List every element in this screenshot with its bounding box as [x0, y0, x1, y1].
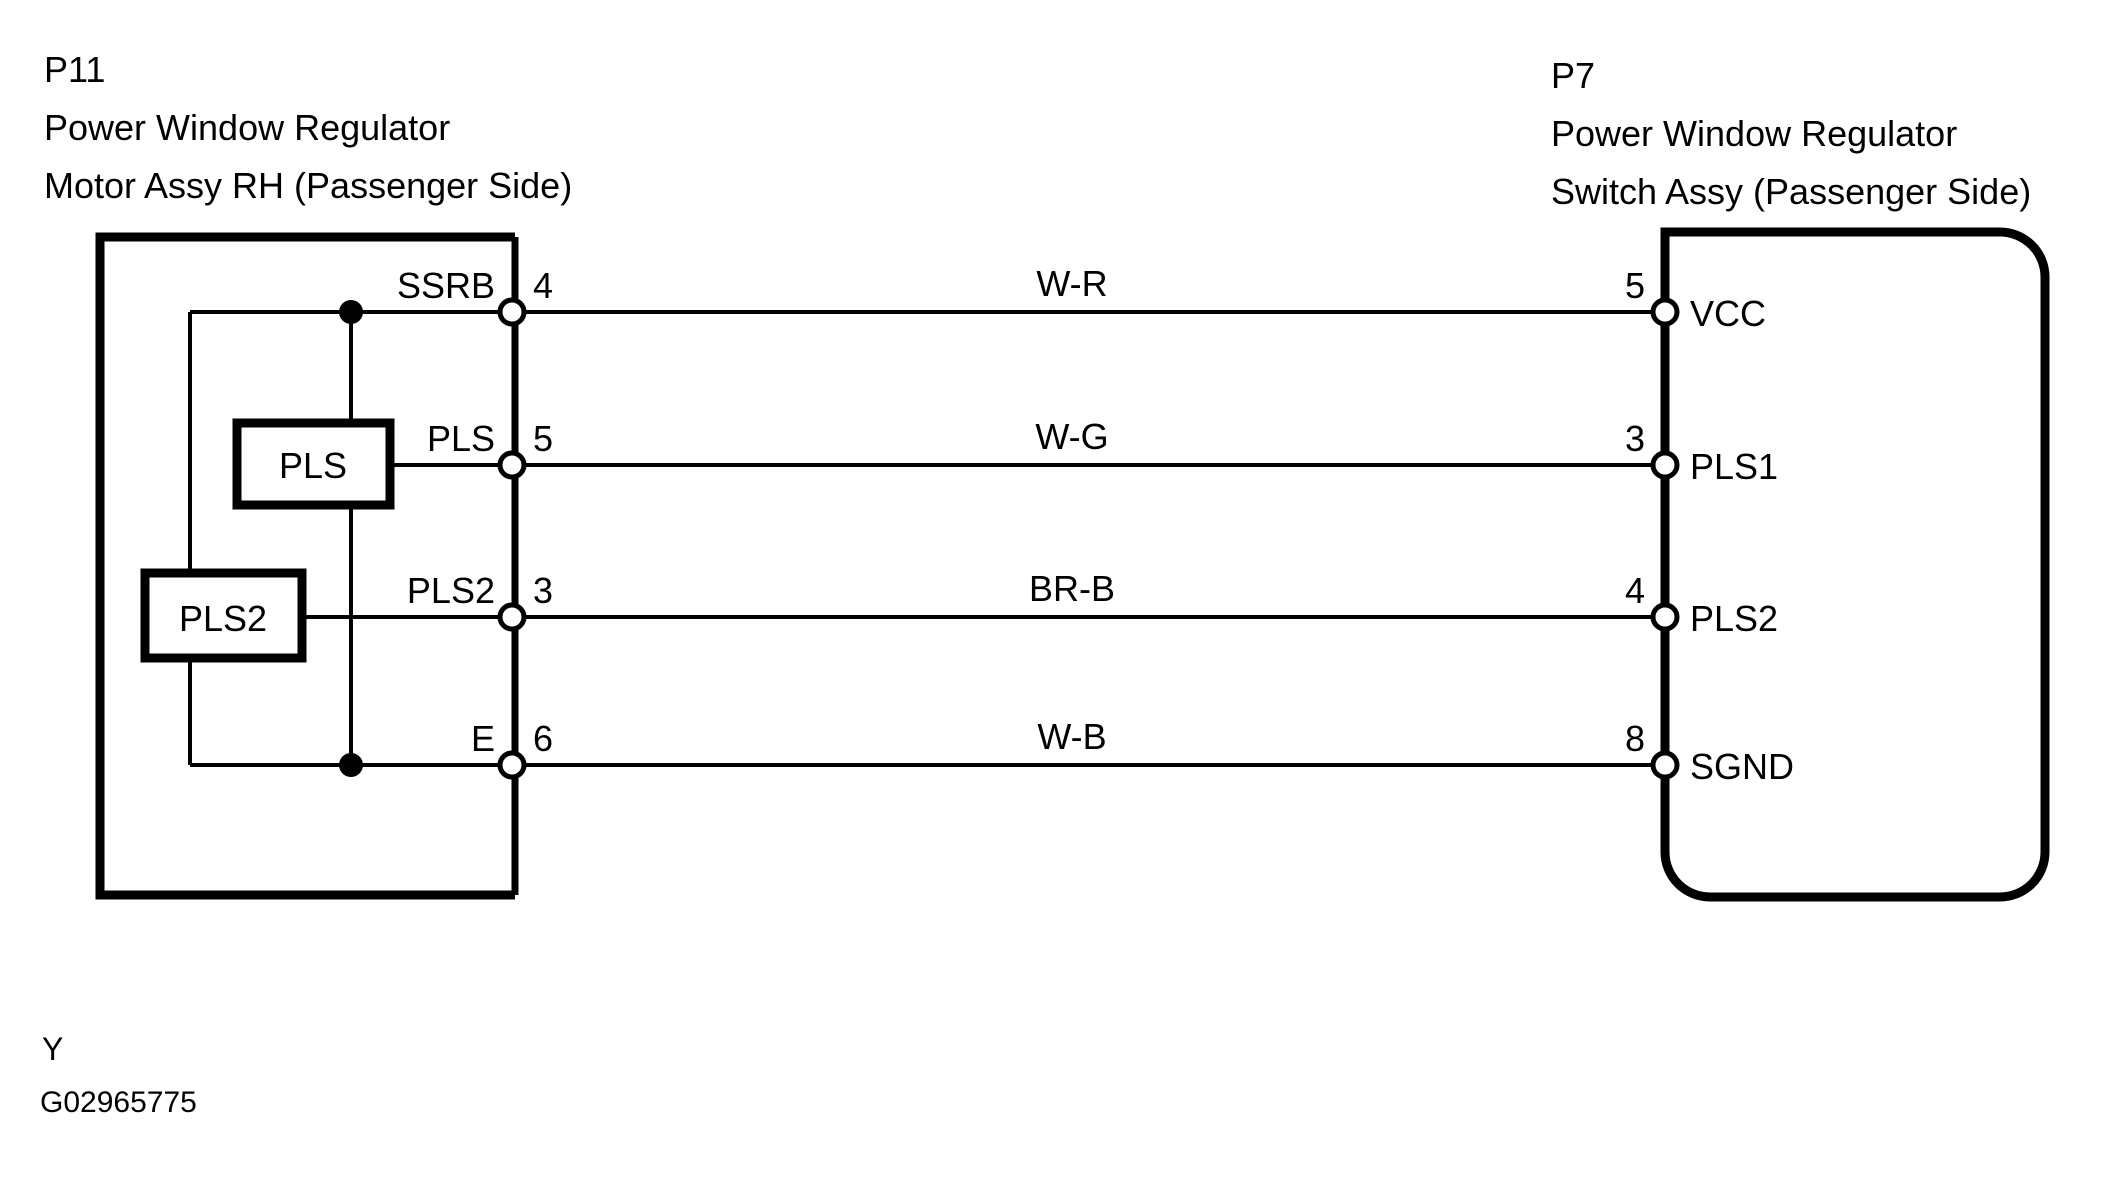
right-component-line2: Switch Assy (Passenger Side) — [1551, 171, 2031, 212]
left-pin-number-pls: 5 — [533, 418, 553, 459]
right-signal-label-pls2: PLS2 — [1690, 598, 1778, 639]
right-connector-code: P7 — [1551, 55, 1595, 96]
left-signal-label-ssrb: SSRB — [397, 265, 495, 306]
right-signal-label-vcc: VCC — [1690, 293, 1766, 334]
right-component-title: P7 Power Window Regulator Switch Assy (P… — [1551, 55, 2031, 212]
right-terminal-vcc[interactable] — [1650, 297, 1680, 327]
left-terminal-pls[interactable] — [497, 450, 527, 480]
left-component-title: P11 Power Window Regulator Motor Assy RH… — [44, 49, 572, 206]
left-component-line2: Motor Assy RH (Passenger Side) — [44, 165, 572, 206]
left-pin-number-e: 6 — [533, 718, 553, 759]
left-connector-outline — [95, 232, 519, 900]
left-pin-number-ssrb: 4 — [533, 265, 553, 306]
junction-dot-ground — [339, 753, 363, 777]
internal-block-pls2: PLS2 — [140, 568, 307, 663]
right-pin-number-vcc: 5 — [1625, 265, 1645, 306]
left-internal-wiring — [188, 310, 512, 767]
right-connector-outline — [1660, 227, 2050, 902]
left-terminal-pls2[interactable] — [497, 602, 527, 632]
wire-color-label-2: W-G — [1035, 416, 1108, 457]
right-signal-label-pls1: PLS1 — [1690, 446, 1778, 487]
right-pin-number-pls1: 3 — [1625, 418, 1645, 459]
harness-wires — [524, 310, 1653, 767]
left-terminal-e[interactable] — [497, 750, 527, 780]
internal-block-pls: PLS — [232, 418, 395, 510]
footer-marker: Y — [42, 1031, 63, 1067]
internal-block-pls2-label: PLS2 — [179, 598, 267, 639]
left-connector-code: P11 — [44, 49, 105, 90]
right-component-line1: Power Window Regulator — [1551, 113, 1957, 154]
wire-color-label-4: W-B — [1037, 716, 1106, 757]
left-pin-number-pls2: 3 — [533, 570, 553, 611]
figure-id-label: G02965775 — [40, 1086, 197, 1119]
left-signal-label-e: E — [471, 718, 495, 759]
left-signal-label-pls: PLS — [427, 418, 495, 459]
right-pin-number-sgnd: 8 — [1625, 718, 1645, 759]
wire-color-label-1: W-R — [1036, 263, 1107, 304]
left-signal-label-pls2: PLS2 — [407, 570, 495, 611]
internal-block-pls-label: PLS — [279, 445, 347, 486]
left-terminal-ssrb[interactable] — [497, 297, 527, 327]
right-terminal-pls1[interactable] — [1650, 450, 1680, 480]
right-signal-label-sgnd: SGND — [1690, 746, 1794, 787]
left-component-line1: Power Window Regulator — [44, 107, 450, 148]
right-terminal-sgnd[interactable] — [1650, 750, 1680, 780]
right-pin-number-pls2: 4 — [1625, 570, 1645, 611]
right-terminal-pls2[interactable] — [1650, 602, 1680, 632]
wire-color-label-3: BR-B — [1029, 568, 1115, 609]
junction-dot-ssrb — [339, 300, 363, 324]
